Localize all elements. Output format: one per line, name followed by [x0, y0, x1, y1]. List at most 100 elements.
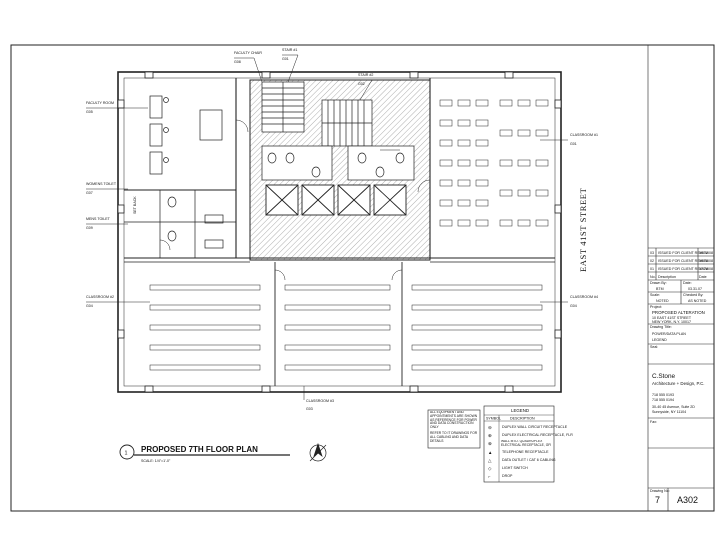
legend-symbol: ⊖ [488, 425, 492, 430]
note-2: REFER TO IT DRAWINGS FOR ALL CABLING AND… [430, 430, 478, 443]
rev-desc: ISSUED FOR CLIENT REVIEW [658, 267, 709, 271]
room-tag-stair-2: STAIR #2 [358, 73, 373, 77]
note-1: ALL EQUIPMENT AND APPOINTMENTS ARE SHOWN… [430, 411, 478, 430]
drawn-by: BTM [656, 287, 664, 291]
room-tag-faculty-room: FACULTY ROOM [86, 101, 114, 105]
plan-scale: SCALE: 1/4"=1'-0" [141, 459, 171, 463]
stair-2 [321, 99, 373, 147]
sheet-number: A302 [677, 495, 698, 505]
legend-title: LEGEND [511, 408, 529, 413]
drawing-title-2: LEGEND [652, 338, 667, 342]
room-tag-faculty-room-num: G05 [86, 110, 93, 114]
legend-symbol: ⊗ [488, 441, 492, 446]
plan-title-block: 1 PROPOSED 7TH FLOOR PLAN SCALE: 1/4"=1'… [119, 444, 290, 463]
legend-desc: TELEPHONE RECEPTACLE [502, 450, 549, 454]
general-notes: ALL EQUIPMENT AND APPOINTMENTS ARE SHOWN… [427, 409, 481, 449]
legend-header-description: DESCRIPTION [510, 417, 535, 421]
scale-label: Scale: [650, 293, 660, 297]
rev-desc: ISSUED FOR CLIENT REVIEW [658, 259, 709, 263]
room-tag-classroom-4: CLASSROOM #4 [570, 295, 598, 299]
legend-header-symbol: SYMBOL [486, 417, 501, 421]
floor-plan [117, 71, 562, 393]
firm-name-1: C.Stone [652, 373, 676, 380]
room-tag-classroom-2-num: G04 [86, 304, 93, 308]
legend-symbol: ⊕ [488, 433, 492, 438]
sheet-sequence: 7 [655, 495, 660, 505]
core-toilet-room [347, 145, 415, 181]
rev-date: Date [699, 275, 707, 279]
room-tag-faculty-chair-num: G08 [234, 60, 241, 64]
legend-desc: LIGHT SWITCH [502, 466, 528, 470]
checked-value: AS NOTED [688, 299, 707, 303]
room-tag-classroom-3: CLASSROOM #3 [306, 399, 334, 403]
drawing-title-1: POWER/DATA PLAN [652, 332, 686, 336]
rev-date: 07.28.08 [699, 267, 713, 271]
legend-symbol: ◇ [488, 466, 492, 471]
legend-symbol: ▲ [488, 450, 492, 455]
project-name: PROPOSED ALTERATION [652, 310, 705, 315]
room-tag-womens-toilet: WOMENS TOILET [86, 182, 117, 186]
room-tag-classroom-4-num: G04 [570, 304, 577, 308]
fax-label: Fax: [650, 420, 657, 424]
wall-columns [117, 71, 562, 393]
elevator-bank [265, 184, 407, 216]
legend-desc: WALL MTD. QUADRUPLEX ELECTRICAL RECEPTAC… [501, 440, 552, 447]
room-tag-faculty-chair: FACULTY CHAIR [234, 51, 262, 55]
room-tag-stair-1-num: G01 [282, 57, 289, 61]
sheet-border [10, 44, 715, 512]
rev-no: 03 [650, 251, 654, 255]
core-toilet-fixtures [267, 152, 405, 178]
firm-fax: 718 555 0194 [652, 398, 674, 402]
classroom-1-desks [439, 99, 549, 227]
door-swings [159, 119, 431, 281]
firm-address-1: 30-40 45 Avenue, Suite 2D [652, 405, 695, 409]
room-tag-classroom-2: CLASSROOM #2 [86, 295, 114, 299]
room-tag-mens-toilet: MENS TOILET [86, 217, 111, 221]
legend: LEGEND SYMBOL DESCRIPTION ⊖ DUPLEX WALL … [483, 405, 573, 483]
rev-date: 08.12.08 [699, 251, 713, 255]
legend-symbol: ⌐ [488, 474, 491, 479]
date-label: Date: [683, 281, 692, 285]
date-value: 03.31.07 [688, 287, 702, 291]
checked-label: Checked By: [683, 293, 703, 297]
sheet-label: Drawing No: [650, 489, 670, 493]
room-tag-stair-2-num: G02 [358, 82, 365, 86]
rev-no: 01 [650, 267, 654, 271]
street-label: EAST 41ST STREET [578, 187, 588, 272]
project-address-1: 10 EAST 41ST STREET [652, 316, 692, 320]
project-label: Project: [650, 305, 662, 309]
north-arrow-icon [309, 442, 327, 462]
project-address-2: NEW YORK, N.Y. 10017 [652, 320, 691, 324]
firm-logo: C.Stone Architecture + Design, P.C. [652, 373, 705, 386]
room-tag-classroom-1: CLASSROOM #1 [570, 133, 598, 137]
revision-table: 03 ISSUED FOR CLIENT REVIEW 08.12.08 02 … [650, 251, 713, 279]
legend-symbol: △ [488, 458, 492, 463]
left-toilet-fixtures [167, 196, 224, 249]
detail-bubble [119, 444, 135, 460]
core-toilet-room [261, 145, 333, 181]
firm-phone: 718 555 0193 [652, 393, 674, 397]
set-back-label: SET BACK [133, 196, 137, 214]
room-tag-womens-toilet-num: G07 [86, 191, 93, 195]
rev-no: 02 [650, 259, 654, 263]
bottom-classroom-desks [149, 284, 543, 371]
rev-desc: Description [658, 275, 676, 279]
drawing-title-label: Drawing Title: [650, 325, 672, 329]
room-tags [86, 54, 568, 400]
drawn-by-label: Drawn By: [650, 281, 667, 285]
room-tag-classroom-3-num: G03 [306, 407, 313, 411]
legend-desc: DATA OUTLET / CAT 6 CABLING [502, 458, 556, 462]
firm-name-2: Architecture + Design, P.C. [652, 381, 705, 386]
rev-desc: ISSUED FOR CLIENT REVIEW [658, 251, 709, 255]
plan-title: PROPOSED 7TH FLOOR PLAN [141, 445, 258, 454]
legend-desc: DROP [502, 474, 513, 478]
legend-desc: DUPLEX ELECTRICAL RECEPTACLE, FLR [502, 433, 573, 437]
stair-1 [261, 81, 305, 133]
room-tag-stair-1: STAIR #1 [282, 48, 297, 52]
interior-wall-line [123, 77, 556, 387]
title-block [647, 45, 714, 511]
rev-no: No. [650, 275, 656, 279]
scale-value: NOTED [656, 299, 669, 303]
faculty-room-furniture [149, 95, 223, 175]
room-tag-mens-toilet-num: G09 [86, 226, 93, 230]
